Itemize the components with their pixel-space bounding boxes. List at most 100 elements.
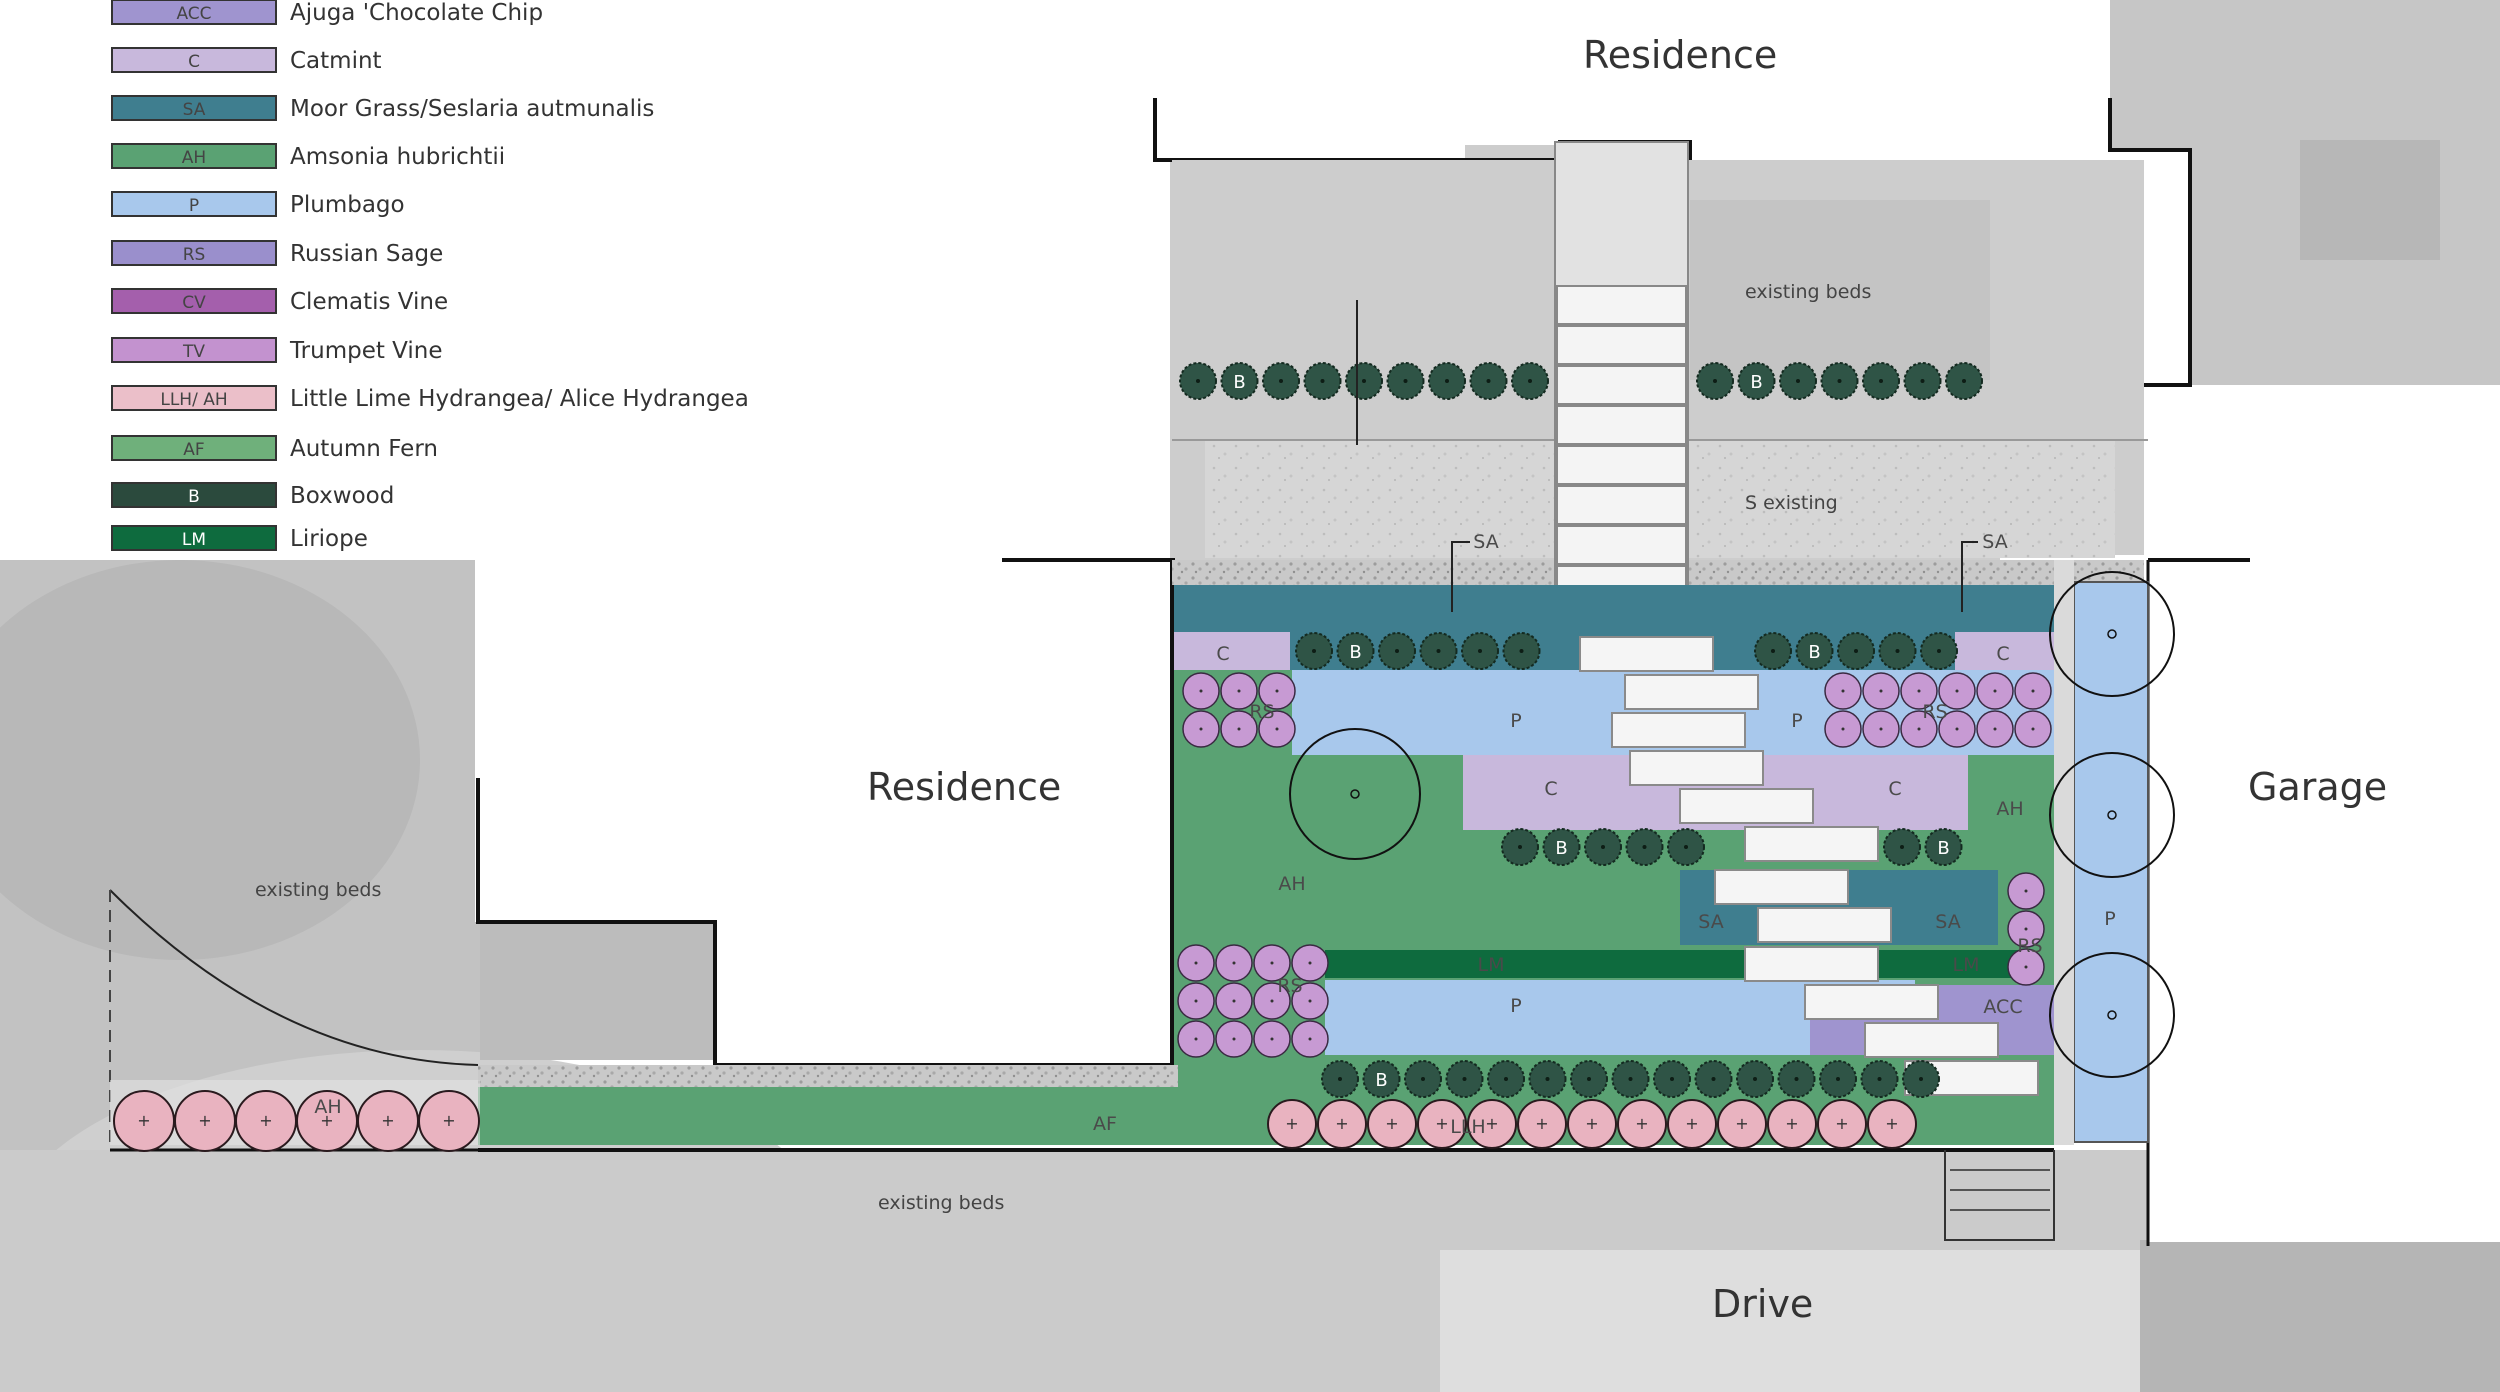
svg-text:+: +: [1685, 1114, 1698, 1133]
svg-text:+: +: [1635, 1114, 1648, 1133]
legend-item: LLH/ AH Little Lime Hydrangea/ Alice Hydr…: [111, 385, 749, 412]
boxwood-shrub: [1795, 632, 1834, 670]
hydrangea-shrub: [1517, 1099, 1567, 1149]
code-rs-4: RS: [2017, 935, 2042, 957]
boxwood-code: B: [1937, 838, 1949, 859]
boxwood-shrub: [1220, 362, 1259, 400]
bed-liriope: [1325, 950, 2025, 978]
boxwood-shrub: [1737, 362, 1776, 400]
boxwood-shrub: [1362, 1060, 1401, 1098]
hydrangea-shrub: [1767, 1099, 1817, 1149]
code-catmint-left: C: [1216, 643, 1229, 665]
hydrangea-shrub: [1267, 1099, 1317, 1149]
svg-text:+: +: [1385, 1114, 1398, 1133]
hydrangea-shrub: [418, 1090, 480, 1152]
label-drive: Drive: [1712, 1282, 1813, 1326]
code-rs-3: RS: [1277, 975, 1302, 997]
garage-building: [2148, 392, 2500, 1242]
legend-code: RS: [183, 245, 206, 265]
legend-code: B: [188, 487, 200, 507]
legend-code: LM: [182, 530, 206, 550]
hydrangea-shrub: [1817, 1099, 1867, 1149]
code-catmint-right: C: [1996, 643, 2009, 665]
svg-text:+: +: [1485, 1114, 1498, 1133]
bed-plumbago-garage: [2073, 581, 2149, 1143]
legend-code: CV: [182, 293, 206, 313]
plant-codes: C C P P C C AH AH SA SA SA SA LM LM P AC…: [314, 531, 2115, 1138]
hydrangea-shrub: [1317, 1099, 1367, 1149]
hydrangea-shrub: [1567, 1099, 1617, 1149]
legend-swatch: [111, 288, 277, 314]
boxwood-code: B: [1750, 372, 1762, 393]
tree-garage-1: [2049, 571, 2175, 697]
boxwood-code: B: [1233, 372, 1245, 393]
legend-code: C: [188, 52, 200, 72]
code-sa-2: SA: [1935, 911, 1960, 933]
label-residence-left: Residence: [867, 765, 1061, 809]
boxwood-shrub: [1924, 828, 1963, 866]
legend-label: Little Lime Hydrangea/ Alice Hydrangea: [290, 386, 749, 412]
label-existing-beds-bottom: existing beds: [878, 1192, 1004, 1214]
hydrangea-shrub: [1867, 1099, 1917, 1149]
code-ajuga: ACC: [1983, 996, 2022, 1018]
legend-label: Russian Sage: [290, 241, 443, 267]
legend-swatch: [111, 525, 277, 551]
legend-code: LLH/ AH: [160, 390, 227, 410]
svg-text:+: +: [320, 1111, 333, 1130]
trees: [1289, 571, 2175, 1078]
code-plumbago-garage: P: [2104, 908, 2115, 930]
hydrangea-shrub: [1467, 1099, 1517, 1149]
code-plumbago-2: P: [1791, 710, 1802, 732]
svg-text:+: +: [1785, 1114, 1798, 1133]
code-plumbago-1: P: [1510, 710, 1521, 732]
code-ah-left: AH: [314, 1096, 341, 1118]
legend-label: Boxwood: [290, 483, 394, 509]
legend-code: AH: [182, 148, 206, 168]
boxwood-code: B: [1555, 838, 1567, 859]
label-s-existing: S existing: [1745, 492, 1838, 514]
hydrangea-shrub: [1717, 1099, 1767, 1149]
hydrangea-shrub: [1367, 1099, 1417, 1149]
legend-swatch: [111, 482, 277, 508]
svg-text:+: +: [1585, 1114, 1598, 1133]
label-existing-beds-left: existing beds: [255, 879, 381, 901]
hydrangea-row: +++++++++++++++++++: [113, 1090, 1917, 1152]
legend-label: Trumpet Vine: [289, 338, 443, 364]
label-existing-beds-top: existing beds: [1745, 281, 1871, 303]
code-sa-1: SA: [1698, 911, 1723, 933]
legend-label: Autumn Fern: [290, 436, 438, 462]
label-residence-top: Residence: [1583, 33, 1777, 77]
svg-text:+: +: [1735, 1114, 1748, 1133]
code-sa-top-2: SA: [1982, 531, 2007, 553]
legend-swatch: [111, 47, 277, 73]
legend-swatch: [111, 0, 277, 25]
svg-text:+: +: [259, 1111, 272, 1130]
legend-label: Plumbago: [290, 192, 405, 218]
hydrangea-shrub: [1667, 1099, 1717, 1149]
hydrangea-shrub: [1617, 1099, 1667, 1149]
center-steps: [1554, 141, 1689, 631]
svg-text:+: +: [1835, 1114, 1848, 1133]
bed-moor-grass-top: [1174, 585, 2054, 630]
boxwood-code: B: [1808, 642, 1820, 663]
tree-garage-3: [2049, 952, 2175, 1078]
svg-text:+: +: [198, 1111, 211, 1130]
legend-swatch: [111, 143, 277, 169]
legend-label: Ajuga 'Chocolate Chip: [290, 0, 543, 26]
code-liriope-2: LM: [1953, 954, 1980, 976]
svg-text:+: +: [137, 1111, 150, 1130]
code-autumn-fern: AF: [1093, 1113, 1117, 1135]
bed-catmint-right: [1955, 632, 2054, 670]
legend-label: Moor Grass/Seslaria autmunalis: [290, 96, 654, 122]
legend-code: AF: [183, 440, 204, 460]
svg-text:+: +: [1285, 1114, 1298, 1133]
